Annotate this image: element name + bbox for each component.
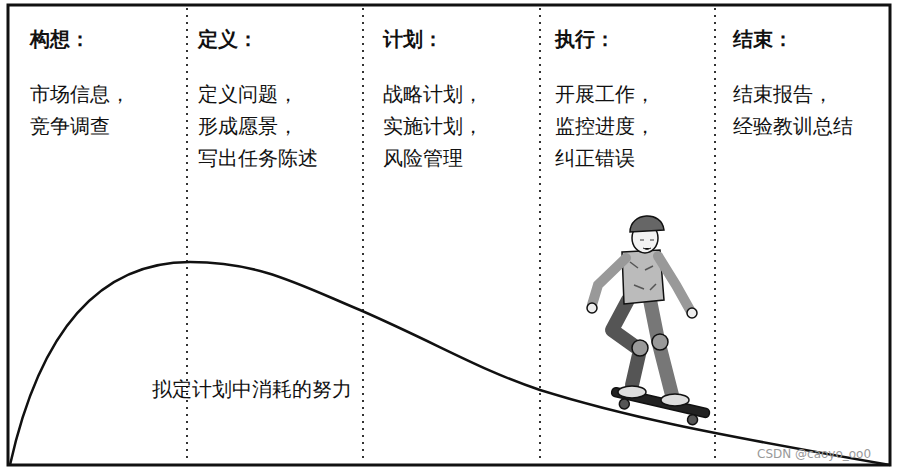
- phase-heading: 定义：: [198, 26, 318, 52]
- phase-column: 构想： 市场信息，竞争调查: [30, 26, 130, 142]
- effort-curve: [10, 262, 890, 465]
- skateboarder-figure: [587, 216, 710, 428]
- phase-column: 结束： 结束报告，经验教训总结: [733, 26, 853, 142]
- phase-column: 定义： 定义问题，形成愿景，写出任务陈述: [198, 26, 318, 174]
- phase-body: 开展工作，监控进度，纠正错误: [555, 78, 655, 174]
- phase-heading: 计划：: [383, 26, 483, 52]
- curve-label: 拟定计划中消耗的努力: [152, 376, 352, 403]
- phase-body: 定义问题，形成愿景，写出任务陈述: [198, 78, 318, 174]
- phase-column: 计划： 战略计划，实施计划，风险管理: [383, 26, 483, 174]
- phase-heading: 结束：: [733, 26, 853, 52]
- phase-body: 市场信息，竞争调查: [30, 78, 130, 142]
- frame-border: [8, 5, 890, 465]
- phase-heading: 执行：: [555, 26, 655, 52]
- watermark: CSDN @caoyo_oo0: [757, 447, 871, 461]
- phase-body: 结束报告，经验教训总结: [733, 78, 853, 142]
- phase-column: 执行： 开展工作，监控进度，纠正错误: [555, 26, 655, 174]
- phase-body: 战略计划，实施计划，风险管理: [383, 78, 483, 174]
- phase-heading: 构想：: [30, 26, 130, 52]
